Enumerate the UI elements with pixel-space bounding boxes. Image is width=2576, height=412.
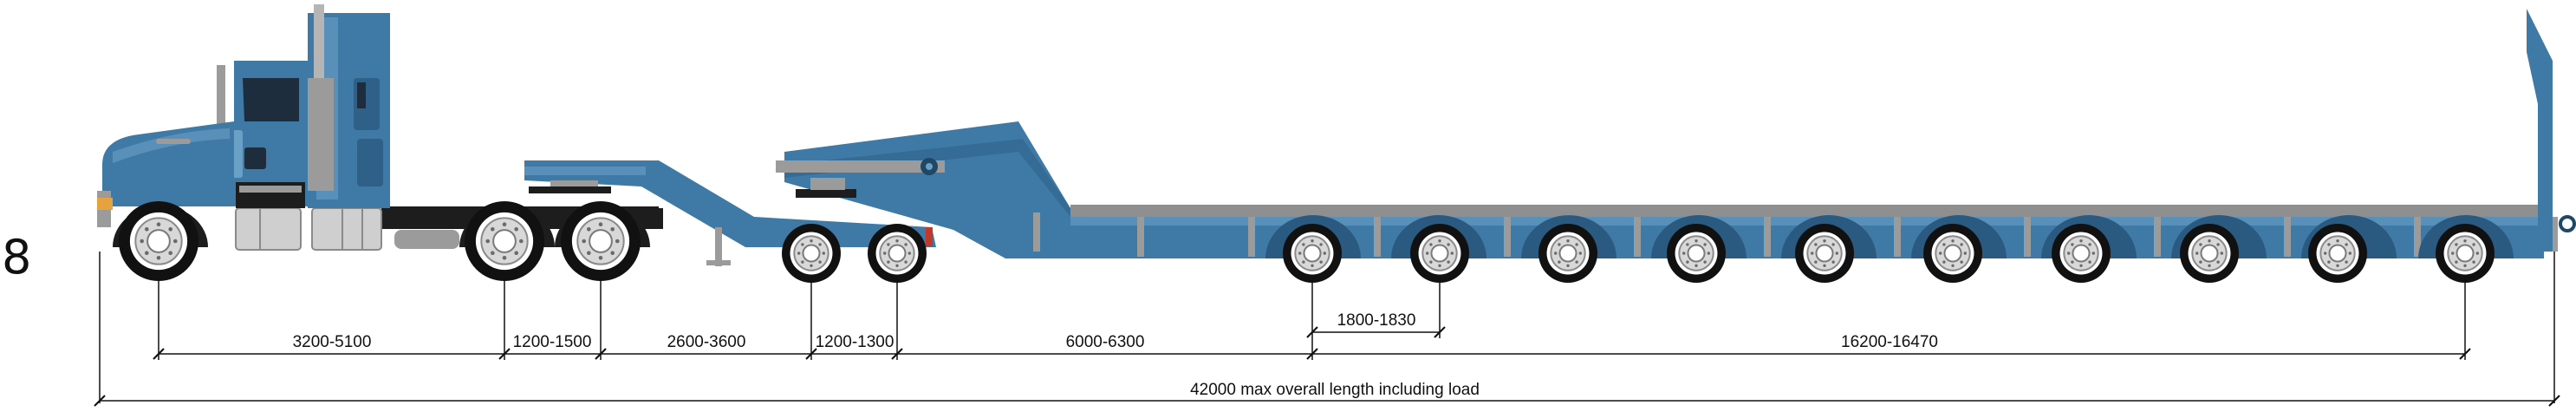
jinker-dolly-icon (524, 160, 936, 266)
wheel-icon (1923, 224, 1982, 283)
dim-dolly-to-trailer: 6000-6300 (1066, 333, 1145, 351)
wheel-icon (1410, 224, 1469, 283)
wheel-icon (2052, 224, 2111, 283)
wheel-icon (2308, 224, 2367, 283)
dimension-labels: 3200-5100 1200-1500 2600-3600 1200-1300 … (293, 311, 1938, 399)
wheel-icon (2180, 224, 2239, 283)
low-loader-trailer-icon (776, 9, 2576, 258)
wheel-icon (1795, 224, 1854, 283)
wheel-icon (465, 201, 544, 281)
wheel-icon (868, 224, 927, 283)
wheel-icon (1667, 224, 1726, 283)
wheel-icon (561, 201, 641, 281)
dim-dolly-axle-spacing: 1200-1300 (816, 333, 894, 351)
wheels-group (119, 201, 2495, 283)
wheel-icon (1538, 224, 1597, 283)
dim-drive-to-dolly: 2600-3600 (667, 333, 746, 351)
dim-drive-axle-spacing: 1200-1500 (513, 333, 592, 351)
dim-tractor-front-to-drive: 3200-5100 (293, 333, 372, 351)
wheel-icon (782, 224, 841, 283)
side-label: 8 (2, 230, 32, 284)
dim-trailer-axle-group: 16200-16470 (1841, 333, 1938, 351)
dim-trailer-axle-spacing: 1800-1830 (1337, 311, 1416, 330)
dimension-lines (94, 252, 2560, 407)
wheel-icon (2436, 224, 2495, 283)
wheel-icon (1283, 224, 1342, 283)
dim-overall-length: 42000 max overall length including load (1190, 381, 1480, 399)
wheel-icon (119, 201, 198, 281)
